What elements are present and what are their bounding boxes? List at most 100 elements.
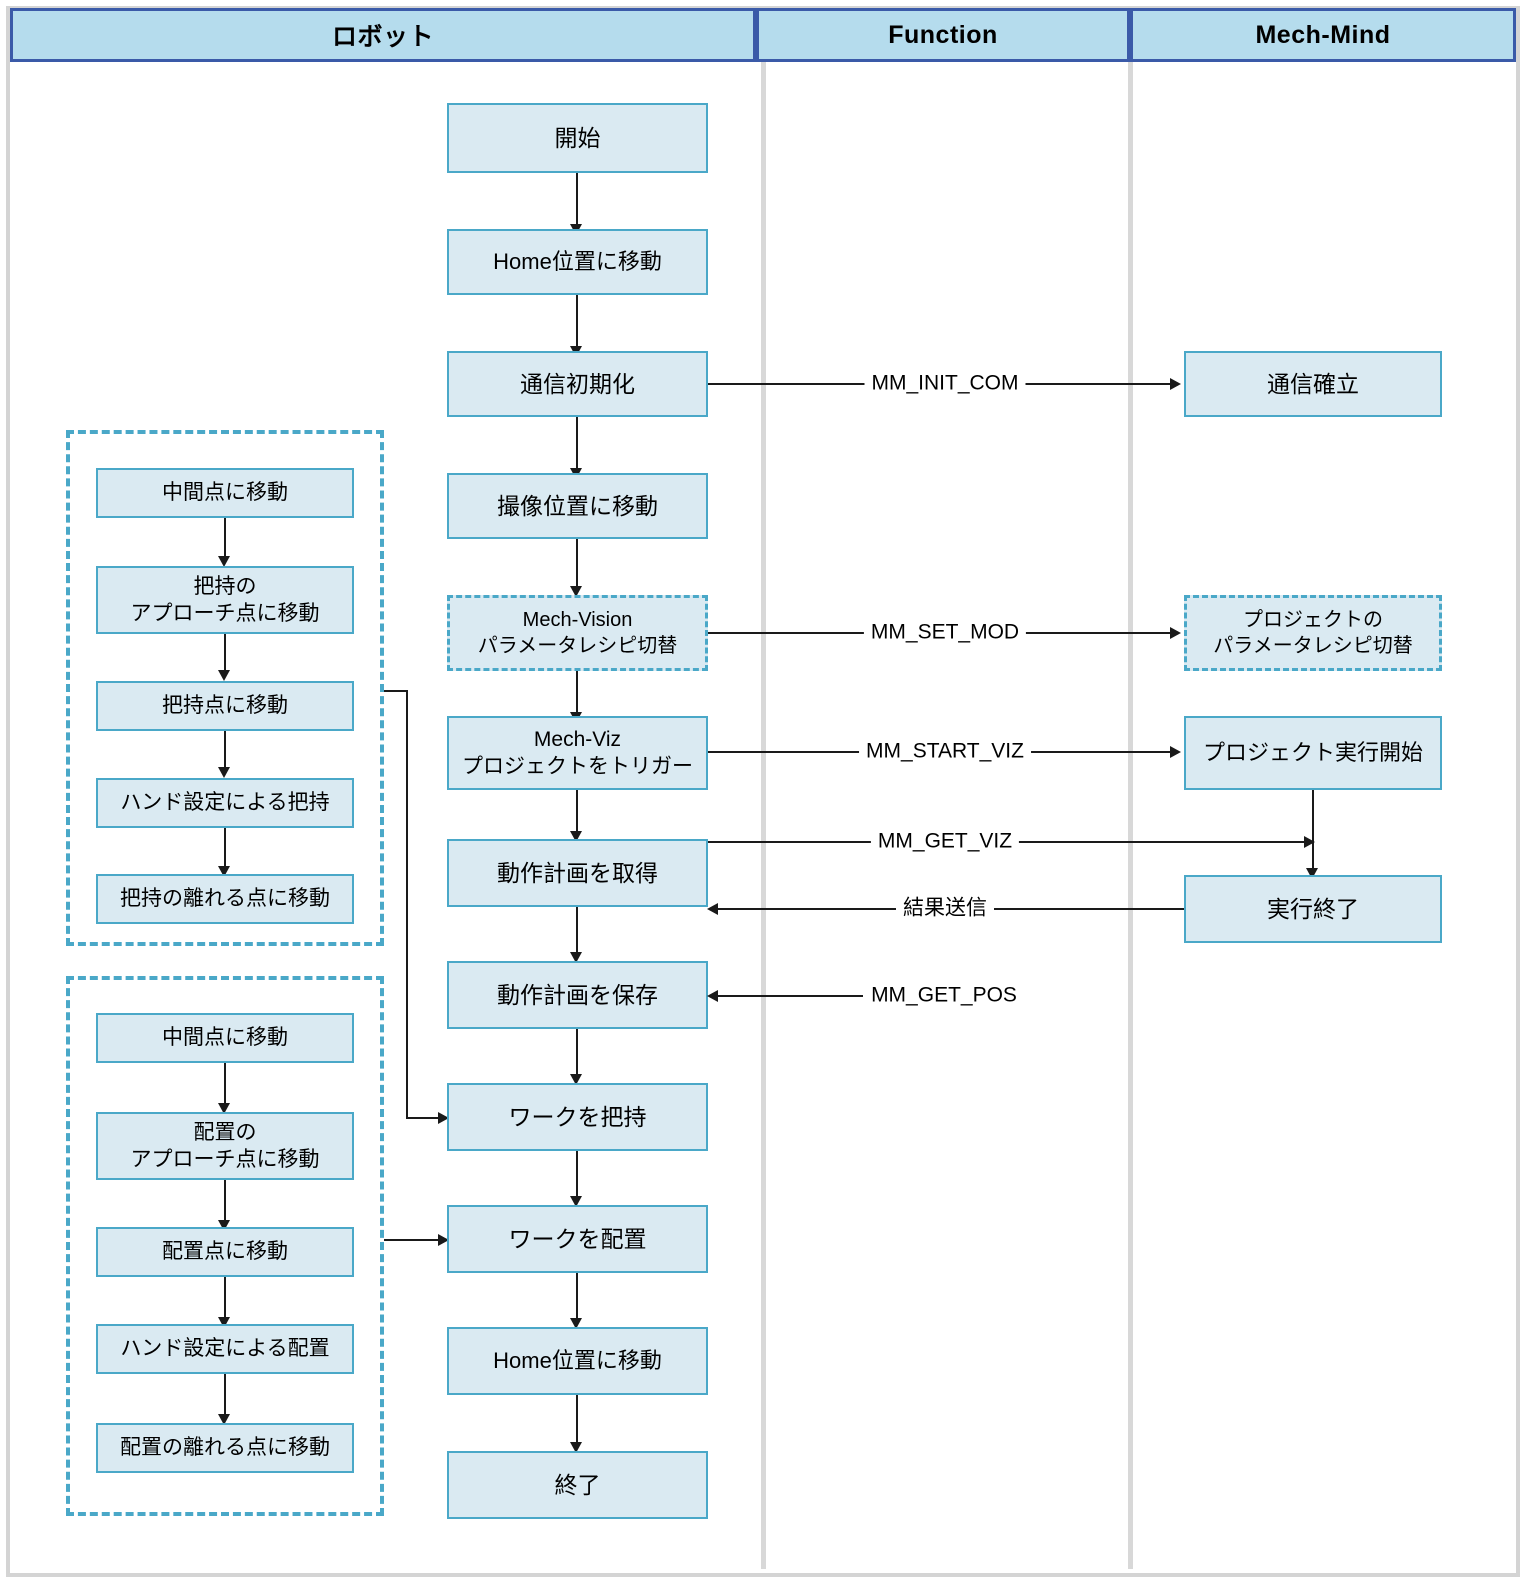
pick-sequence-group (66, 430, 384, 946)
node-pick-point[interactable]: 把持点に移動 (96, 681, 354, 731)
node-place-point[interactable]: 配置点に移動 (96, 1227, 354, 1277)
node-vision-recipe[interactable]: Mech-Vision パラメータレシピ切替 (447, 595, 708, 671)
node-place-depart[interactable]: 配置の離れる点に移動 (96, 1423, 354, 1473)
edge-saveplan-to-pickwork (576, 1029, 578, 1079)
node-pick-work[interactable]: ワークを把持 (447, 1083, 708, 1151)
node-pick-approach-line2: アプローチ点に移動 (130, 602, 320, 625)
node-project-recipe-line1: プロジェクトの (1243, 609, 1383, 631)
edge-viztrigger-to-getplan (576, 790, 578, 836)
edge-label-get-viz: MM_GET_VIZ (870, 830, 1020, 852)
node-project-recipe-line2: パラメータレシピ切替 (1213, 635, 1413, 657)
arrowhead-pickdepart (218, 866, 230, 877)
lane-header-robot (10, 8, 756, 62)
arrowhead-msg-result (707, 903, 718, 915)
edge-pickgroup-out-v (406, 690, 408, 1118)
node-pick-mid[interactable]: 中間点に移動 (96, 468, 354, 518)
edge-placegroup-out-h (384, 1239, 442, 1241)
lane-divider-1 (761, 62, 766, 1569)
node-viz-trigger-line1: Mech-Viz (533, 727, 622, 751)
node-home2[interactable]: Home位置に移動 (447, 1327, 708, 1395)
arrowhead-placepoint (218, 1220, 230, 1231)
node-place-approach[interactable]: 配置の アプローチ点に移動 (96, 1112, 354, 1180)
edge-initcomm-to-capturepos (576, 417, 578, 473)
node-project-recipe[interactable]: プロジェクトの パラメータレシピ切替 (1184, 595, 1442, 671)
node-home1[interactable]: Home位置に移動 (447, 229, 708, 295)
edge-pickhand-to-pickdepart (224, 828, 226, 868)
lane-title-function: Function (888, 20, 998, 49)
node-capture-pos[interactable]: 撮像位置に移動 (447, 473, 708, 539)
node-pick-hand[interactable]: ハンド設定による把持 (96, 778, 354, 828)
arrowhead-pickhand (218, 767, 230, 778)
node-start[interactable]: 開始 (447, 103, 708, 173)
lane-divider-2 (1128, 62, 1133, 1569)
edge-label-start-viz: MM_START_VIZ (859, 740, 1031, 762)
node-vision-recipe-line2: パラメータレシピ切替 (477, 635, 678, 657)
edge-getplan-to-saveplan (576, 907, 578, 957)
edge-label-init-com: MM_INIT_COM (864, 372, 1026, 394)
node-viz-trigger-line2: プロジェクトをトリガー (462, 755, 693, 778)
arrowhead-saveplan (570, 952, 582, 963)
edge-placehand-to-placedepart (224, 1374, 226, 1416)
edge-placeapproach-to-placepoint (224, 1180, 226, 1222)
arrowhead-placeapproach (218, 1103, 230, 1114)
arrowhead-placework-top (570, 1196, 582, 1207)
arrowhead-visionrecipe (570, 586, 582, 597)
arrowhead-placehand (218, 1317, 230, 1328)
edge-pickgroup-out-h2 (406, 1117, 442, 1119)
arrowhead-msg-get-pos (707, 990, 718, 1002)
node-init-comm[interactable]: 通信初期化 (447, 351, 708, 417)
node-viz-trigger[interactable]: Mech-Viz プロジェクトをトリガー (447, 716, 708, 790)
arrowhead-pickwork (438, 1112, 449, 1124)
arrowhead-end (570, 1442, 582, 1453)
node-get-plan[interactable]: 動作計画を取得 (447, 839, 708, 907)
node-project-start[interactable]: プロジェクト実行開始 (1184, 716, 1442, 790)
edge-placework-to-home2 (576, 1273, 578, 1323)
lane-header-mechmind (1130, 8, 1516, 62)
node-pick-depart[interactable]: 把持の離れる点に移動 (96, 874, 354, 924)
node-place-approach-line1: 配置の (193, 1120, 257, 1144)
arrowhead-placework (438, 1234, 449, 1246)
node-place-hand[interactable]: ハンド設定による配置 (96, 1324, 354, 1374)
edge-placemid-to-placeapproach (224, 1063, 226, 1105)
node-pick-approach[interactable]: 把持の アプローチ点に移動 (96, 566, 354, 634)
node-place-work[interactable]: ワークを配置 (447, 1205, 708, 1273)
arrowhead-pickpoint (218, 670, 230, 681)
edge-placepoint-to-placehand (224, 1277, 226, 1319)
arrowhead-home2 (570, 1318, 582, 1329)
edge-start-to-home1 (576, 173, 578, 229)
place-sequence-group (66, 976, 384, 1516)
node-comm-established[interactable]: 通信確立 (1184, 351, 1442, 417)
edge-label-set-mod: MM_SET_MOD (863, 621, 1027, 643)
edge-msg-get-pos (718, 995, 863, 997)
lane-title-mechmind: Mech-Mind (1255, 20, 1391, 49)
arrowhead-msg-init-com (1170, 378, 1181, 390)
edge-label-get-pos: MM_GET_POS (864, 984, 1024, 1006)
arrowhead-pickapproach (218, 556, 230, 567)
node-pick-approach-line1: 把持の (193, 574, 257, 598)
edge-home1-to-initcomm (576, 295, 578, 351)
arrowhead-placedepart (218, 1414, 230, 1425)
node-place-approach-line2: アプローチ点に移動 (130, 1148, 320, 1171)
edge-visionrecipe-to-viztrigger (576, 671, 578, 717)
edge-capturepos-to-visionrecipe (576, 539, 578, 591)
edge-pickmid-to-pickapproach (224, 518, 226, 558)
edge-projstart-to-projend (1312, 790, 1314, 874)
arrowhead-msg-get-viz (1304, 836, 1315, 848)
edge-pickwork-to-placework (576, 1151, 578, 1201)
arrowhead-msg-set-mod (1170, 627, 1181, 639)
edge-label-result: 結果送信 (896, 897, 994, 919)
lane-title-robot: ロボット (331, 23, 434, 51)
arrowhead-msg-start-viz (1170, 746, 1181, 758)
edge-pickgroup-out-h1 (384, 690, 408, 692)
node-vision-recipe-line1: Mech-Vision (522, 609, 633, 631)
edge-pickapproach-to-pickpoint (224, 634, 226, 672)
edge-home2-to-end (576, 1395, 578, 1447)
arrowhead-pickwork-top (570, 1074, 582, 1085)
node-end[interactable]: 終了 (447, 1451, 708, 1519)
node-project-end[interactable]: 実行終了 (1184, 875, 1442, 943)
arrowhead-getplan (570, 831, 582, 842)
node-save-plan[interactable]: 動作計画を保存 (447, 961, 708, 1029)
node-place-mid[interactable]: 中間点に移動 (96, 1013, 354, 1063)
lane-header-function (756, 8, 1130, 62)
